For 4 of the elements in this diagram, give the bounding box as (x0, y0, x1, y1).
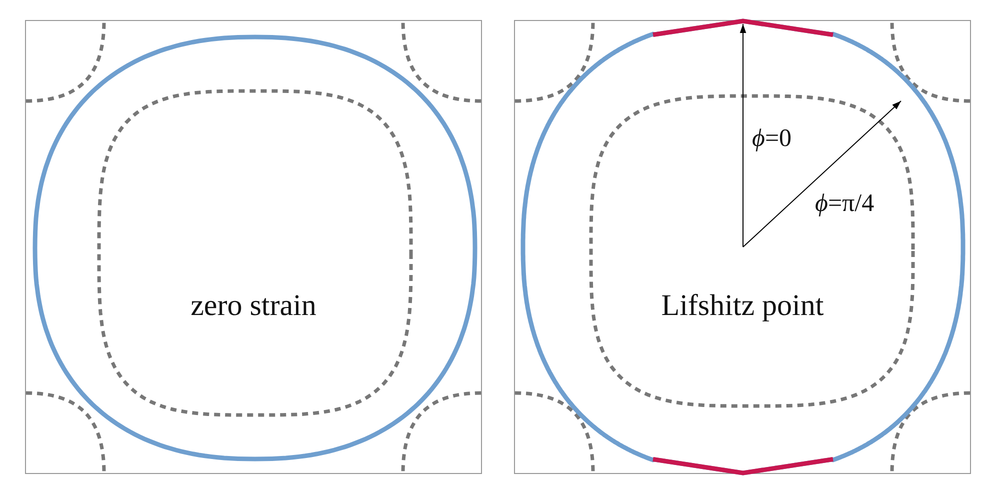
angle-label: ϕ=π/4 (815, 190, 874, 218)
panel-label: zero strain (190, 289, 318, 323)
panel-label: Lifshitz point (660, 289, 825, 323)
angle-label: ϕ=0 (752, 125, 792, 153)
